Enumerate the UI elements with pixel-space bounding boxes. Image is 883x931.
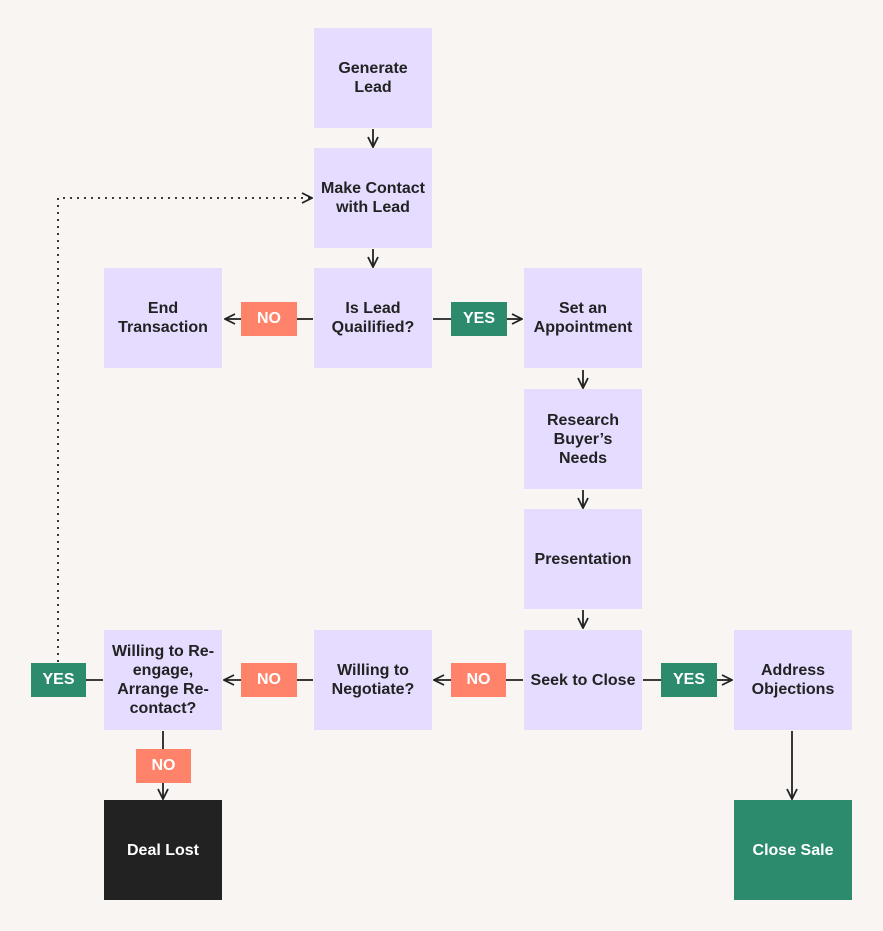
node-set-appointment: Set an Appointment <box>524 268 642 368</box>
badge-qualified-yes: YES <box>451 302 507 336</box>
node-address-objections: Address Objections <box>734 630 852 730</box>
badge-close-no: NO <box>451 663 506 697</box>
badge-negotiate-no: NO <box>241 663 297 697</box>
node-deal-lost: Deal Lost <box>104 800 222 900</box>
badge-close-yes: YES <box>661 663 717 697</box>
badge-reengage-yes: YES <box>31 663 86 697</box>
node-seek-to-close: Seek to Close <box>524 630 642 730</box>
badge-reengage-no: NO <box>136 749 191 783</box>
node-willing-to-reengage: Willing to Re-engage, Arrange Re-contact… <box>104 630 222 730</box>
node-generate-lead: Generate Lead <box>314 28 432 128</box>
node-close-sale: Close Sale <box>734 800 852 900</box>
node-presentation: Presentation <box>524 509 642 609</box>
node-research-needs: Research Buyer’s Needs <box>524 389 642 489</box>
node-make-contact: Make Contact with Lead <box>314 148 432 248</box>
dotted-return-to-contact <box>57 198 312 662</box>
badge-qualified-no: NO <box>241 302 297 336</box>
node-is-lead-qualified: Is Lead Quailified? <box>314 268 432 368</box>
node-willing-to-negotiate: Willing to Negotiate? <box>314 630 432 730</box>
node-end-transaction: End Transaction <box>104 268 222 368</box>
